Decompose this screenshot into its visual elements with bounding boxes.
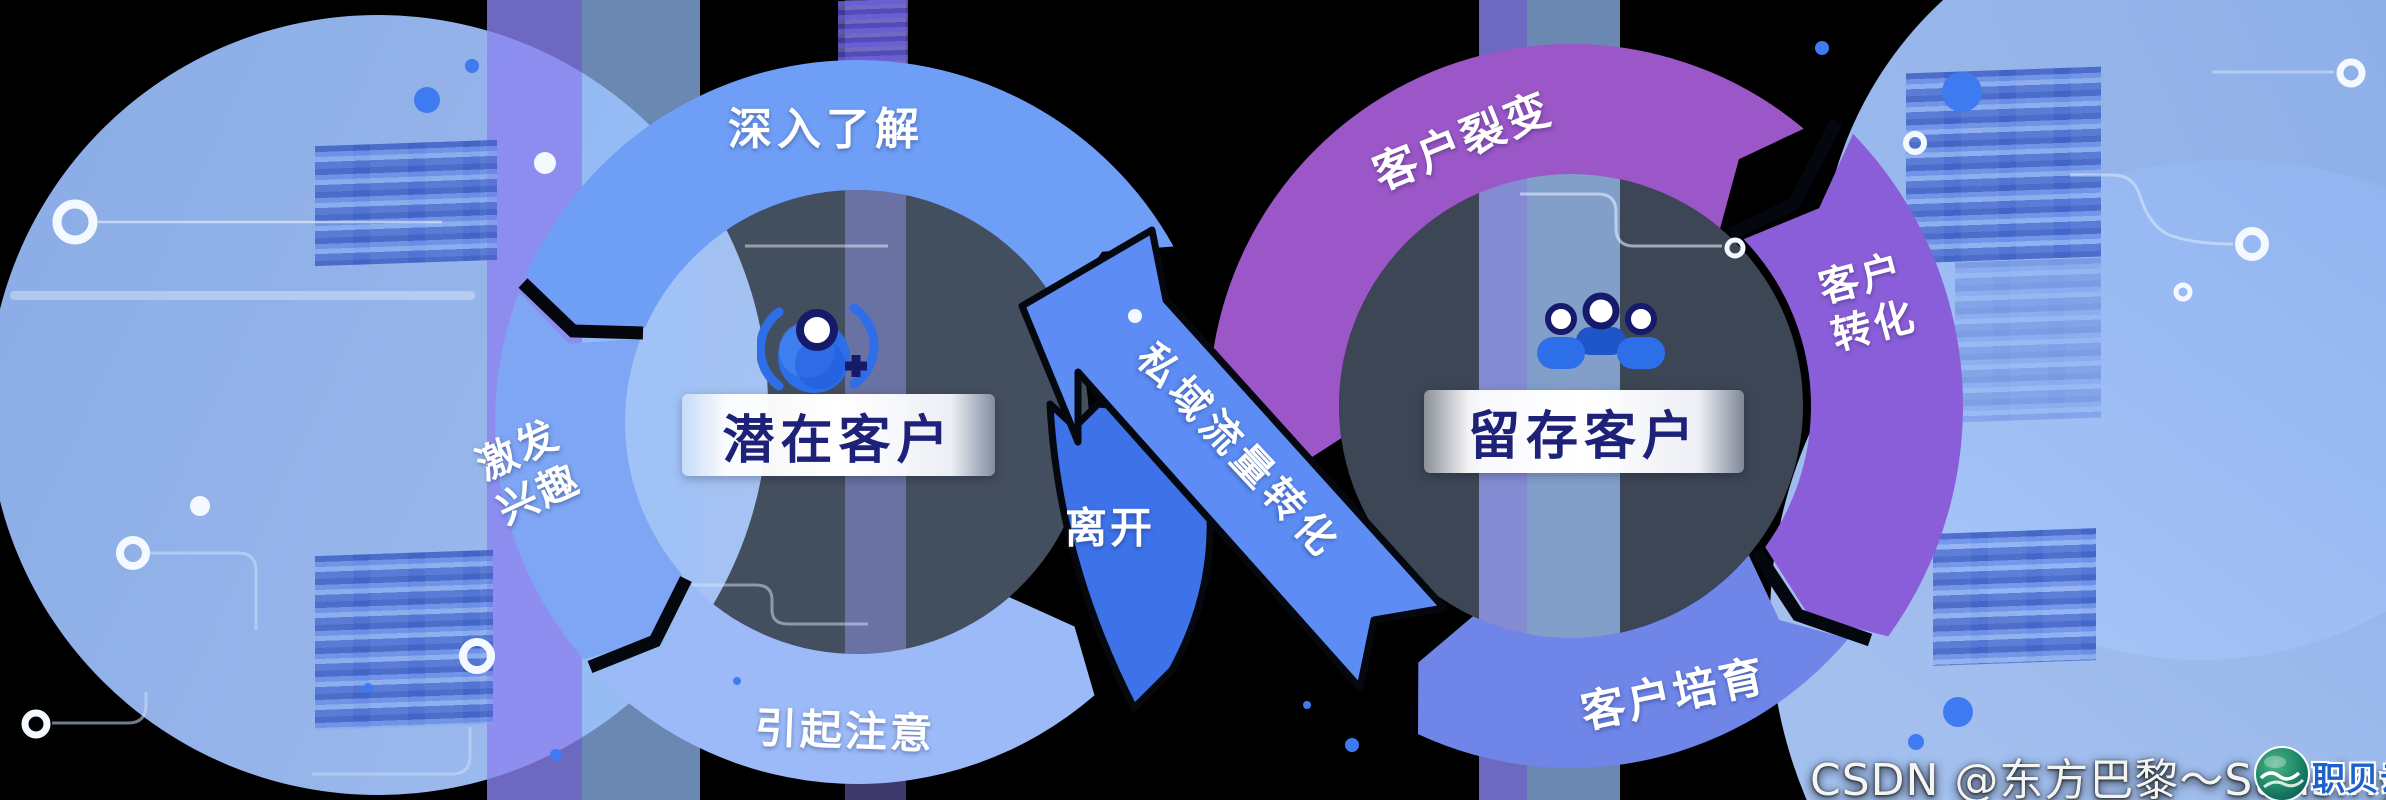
right-loop-center-label: 留存客户	[1467, 407, 1700, 467]
brand-logo-icon	[2253, 745, 2311, 800]
stage-label-attract-attention: 引起注意	[754, 703, 936, 759]
exit-arrow-label-leave: 离开	[1064, 503, 1156, 553]
left-loop-center-label: 潜在客户	[722, 410, 955, 471]
lead-announce-icon	[755, 300, 879, 402]
right-loop-center-pill: 留存客户	[1424, 390, 1744, 473]
stage-label-deep-understanding: 深入了解	[728, 104, 924, 156]
left-loop-center-pill: 潜在客户	[682, 394, 995, 476]
users-group-icon	[1533, 291, 1669, 383]
bg-light-bar	[10, 291, 475, 300]
brand-watermark: 职贝云数	[2312, 759, 2386, 798]
